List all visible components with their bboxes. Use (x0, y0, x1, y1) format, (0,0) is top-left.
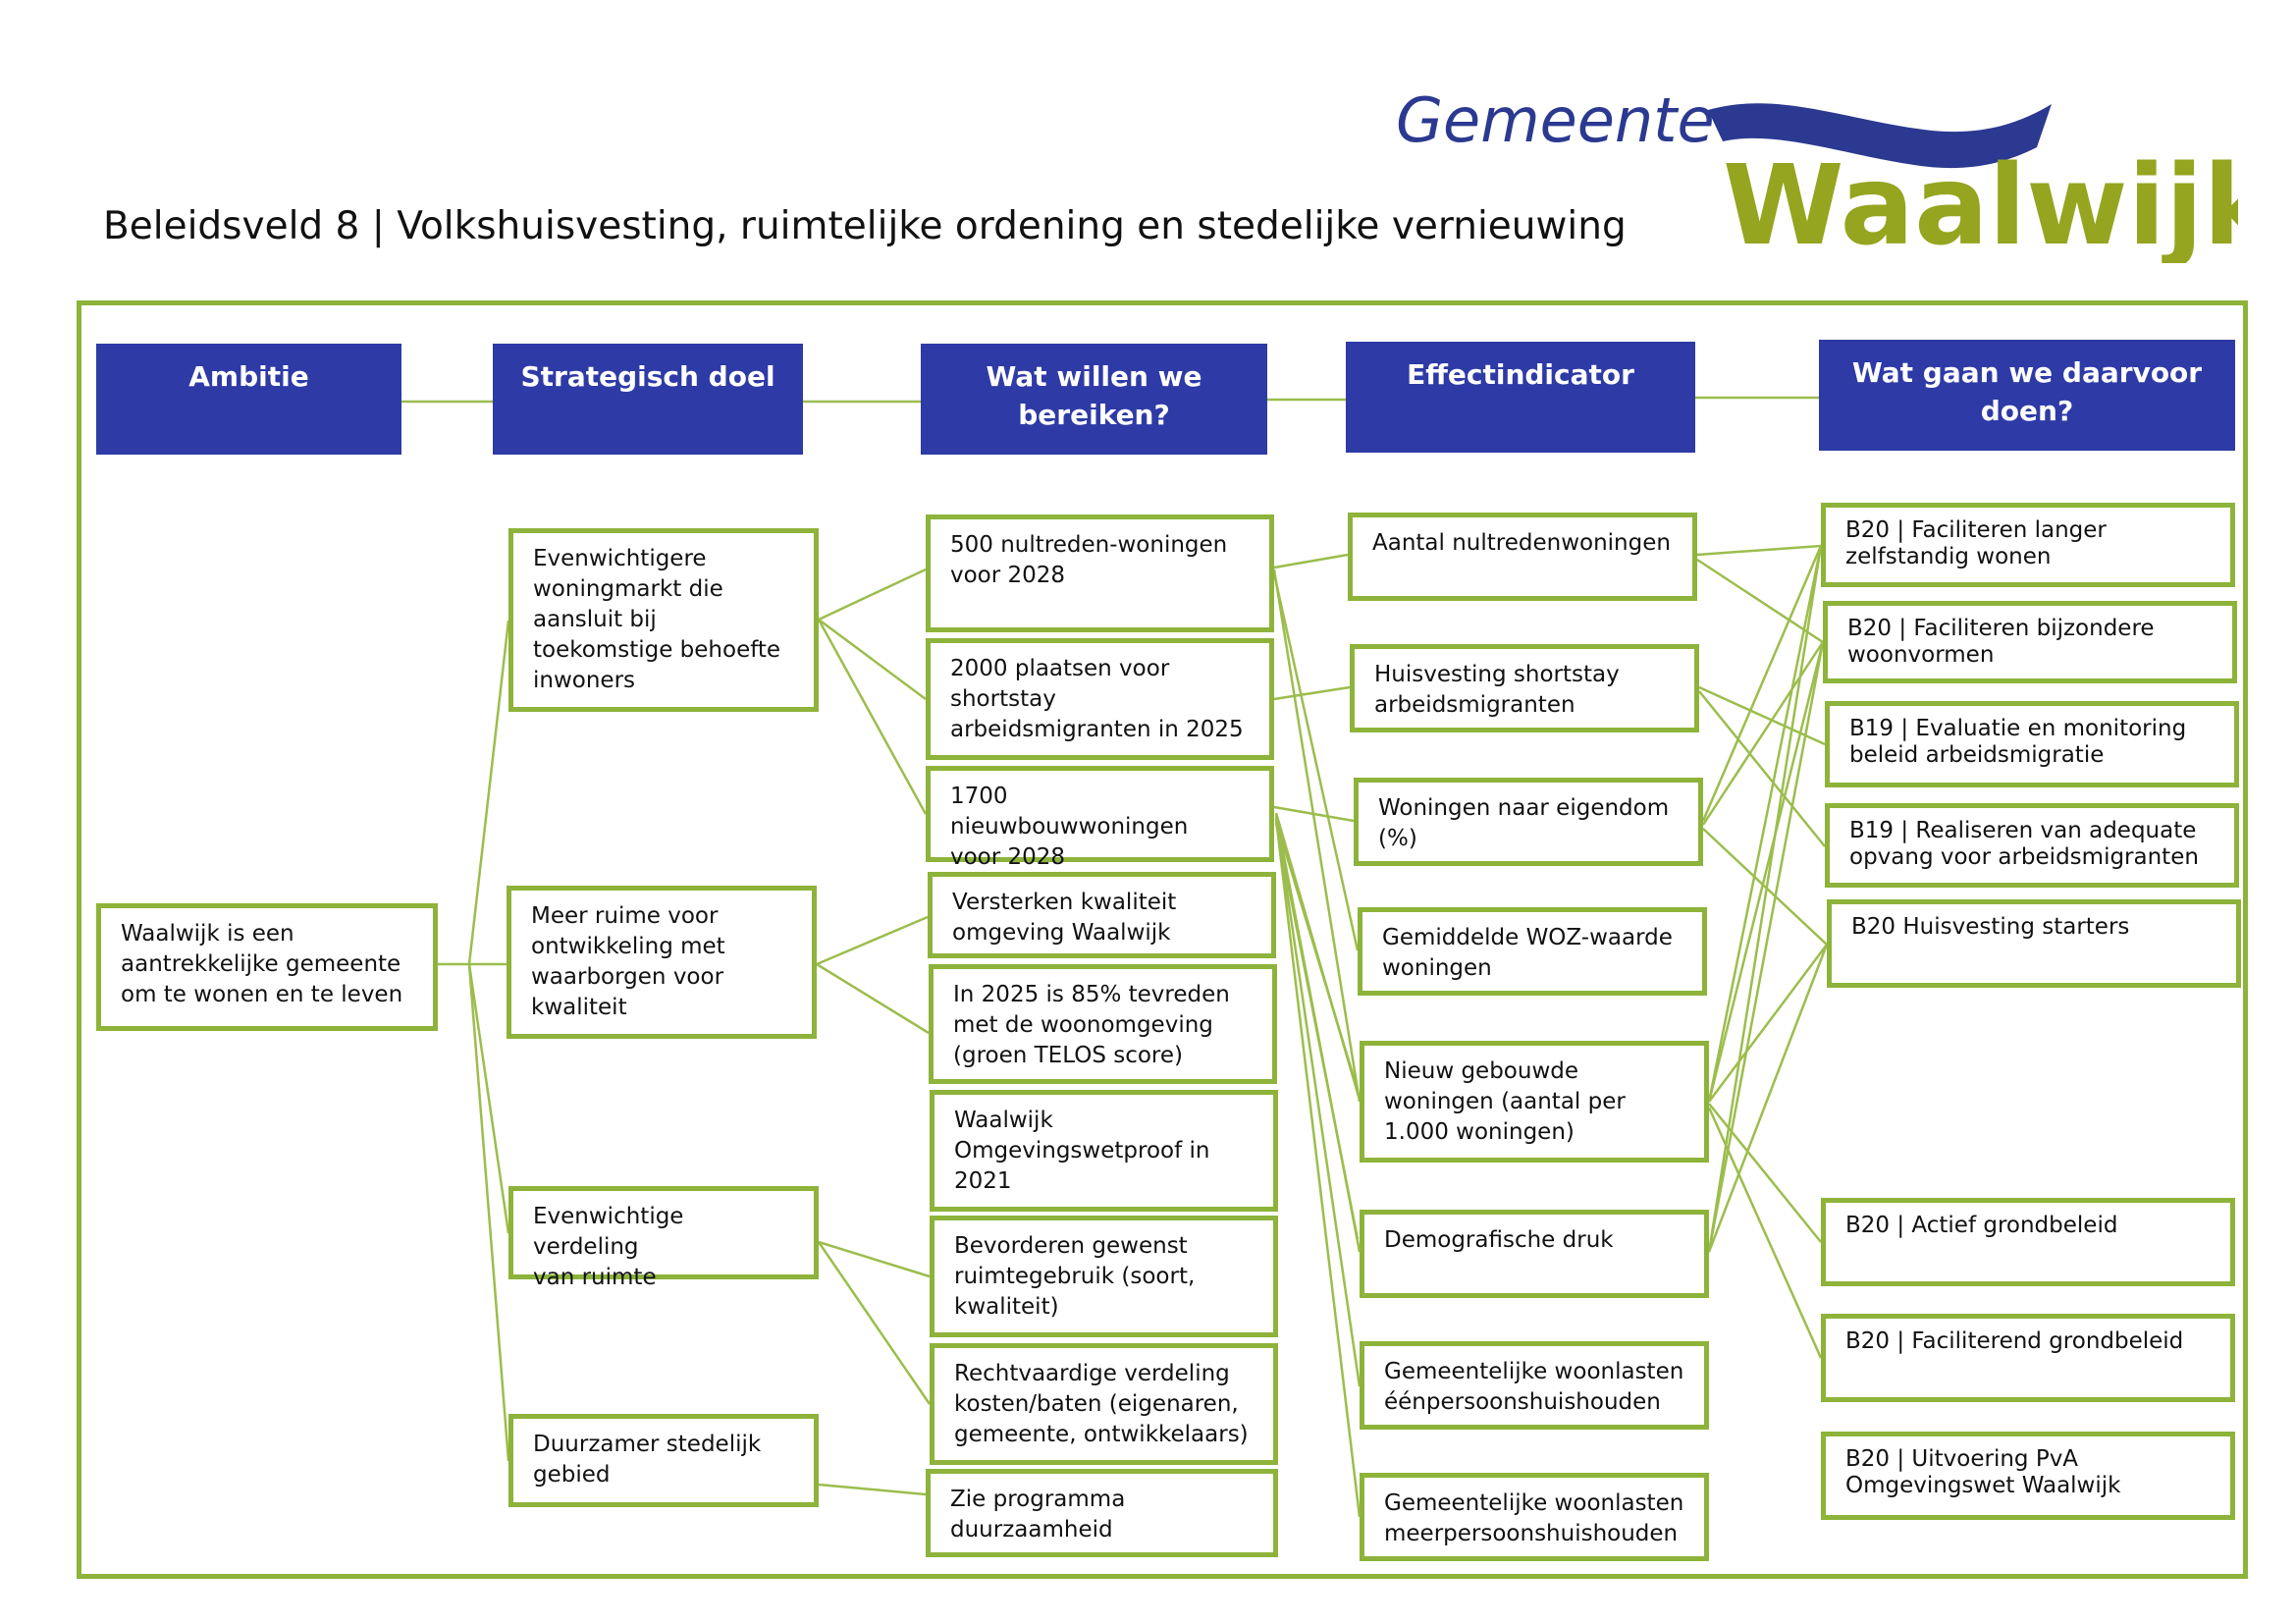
gemeente-waalwijk-logo: Gemeente Waalwijk (1396, 86, 2238, 263)
bereiken-box-kwaliteit-omgeving: Versterken kwaliteit omgeving Waalwijk (928, 872, 1276, 958)
actie-box-evaluatie-arbeidsmigratie: B19 | Evaluatie en monitoring beleid arb… (1825, 701, 2239, 787)
effect-box-woningen-eigendom: Woningen naar eigendom (%) (1354, 778, 1703, 866)
actie-box-opvang-arbeidsmigranten: B19 | Realiseren van adequate opvang voo… (1825, 803, 2239, 888)
doel-box-ruimte-ontwikkeling: Meer ruime voor ontwikkeling met waarbor… (507, 886, 817, 1039)
ambitie-box: Waalwijk is een aantrekkelijke gemeente … (96, 903, 438, 1031)
effect-box-demografische-druk: Demografische druk (1360, 1210, 1709, 1298)
logo-gemeente-text: Gemeente (1396, 86, 1715, 156)
effect-box-huisvesting-shortstay: Huisvesting shortstay arbeidsmigranten (1350, 644, 1699, 732)
header-effectindicator: Effectindicator (1346, 342, 1695, 453)
bereiken-box-kosten-baten: Rechtvaardige verdeling kosten/baten (ei… (930, 1343, 1278, 1465)
logo-wave (1708, 103, 2052, 169)
actie-box-uitvoering-omgevingswet: B20 | Uitvoering PvA Omgevingswet Waalwi… (1821, 1432, 2235, 1520)
actie-box-actief-grondbeleid: B20 | Actief grondbeleid (1821, 1198, 2235, 1286)
bereiken-box-duurzaamheid: Zie programma duurzaamheid (926, 1469, 1278, 1557)
header-wat-gaan-we-doen: Wat gaan we daarvoor doen? (1819, 340, 2235, 451)
effect-box-woonlasten-een: Gemeentelijke woonlasten éénpersoonshuis… (1360, 1341, 1709, 1430)
bereiken-box-shortstay: 2000 plaatsen voor shortstay arbeidsmigr… (926, 638, 1274, 760)
effect-box-woonlasten-meer: Gemeentelijke woonlasten meerpersoonshui… (1360, 1473, 1709, 1561)
bereiken-box-omgevingswetproof: Waalwijk Omgevingswetproof in 2021 (930, 1090, 1278, 1212)
header-ambitie: Ambitie (96, 344, 401, 455)
header-wat-willen-we-bereiken: Wat willen we bereiken? (921, 344, 1267, 455)
actie-box-huisvesting-starters: B20 Huisvesting starters (1827, 899, 2241, 988)
effect-box-nultredenwoningen: Aantal nultredenwoningen (1348, 513, 1697, 601)
bereiken-box-nultreden: 500 nultreden-woningen voor 2028 (926, 514, 1274, 632)
doel-box-woningmarkt: Evenwichtigere woningmarkt die aansluit … (508, 528, 819, 712)
doel-box-verdeling-ruimte: Evenwichtige verdeling van ruimte (508, 1186, 819, 1290)
actie-box-bijzondere-woonvormen: B20 | Faciliteren bijzondere woonvormen (1823, 601, 2237, 683)
diagram-frame (77, 300, 2248, 1579)
logo-waalwijk-text: Waalwijk (1723, 142, 2238, 263)
effect-box-woz-waarde: Gemiddelde WOZ-waarde woningen (1358, 907, 1707, 996)
actie-box-faciliterend-grondbeleid: B20 | Faciliterend grondbeleid (1821, 1314, 2235, 1402)
bereiken-box-ruimtegebruik: Bevorderen gewenst ruimtegebruik (soort,… (930, 1216, 1278, 1337)
bereiken-box-tevreden-woonomgeving: In 2025 is 85% tevreden met de woonomgev… (929, 964, 1277, 1084)
effect-box-nieuw-gebouwd: Nieuw gebouwde woningen (aantal per 1.00… (1360, 1041, 1709, 1163)
actie-box-langer-zelfstandig: B20 | Faciliteren langer zelfstandig won… (1821, 503, 2235, 587)
doel-box-duurzamer-gebied: Duurzamer stedelijk gebied (508, 1414, 819, 1507)
header-strategisch-doel: Strategisch doel (493, 344, 803, 455)
bereiken-box-nieuwbouw: 1700 nieuwbouwwoningen voor 2028 (926, 766, 1274, 870)
page-title: Beleidsveld 8 | Volkshuisvesting, ruimte… (103, 204, 1627, 248)
